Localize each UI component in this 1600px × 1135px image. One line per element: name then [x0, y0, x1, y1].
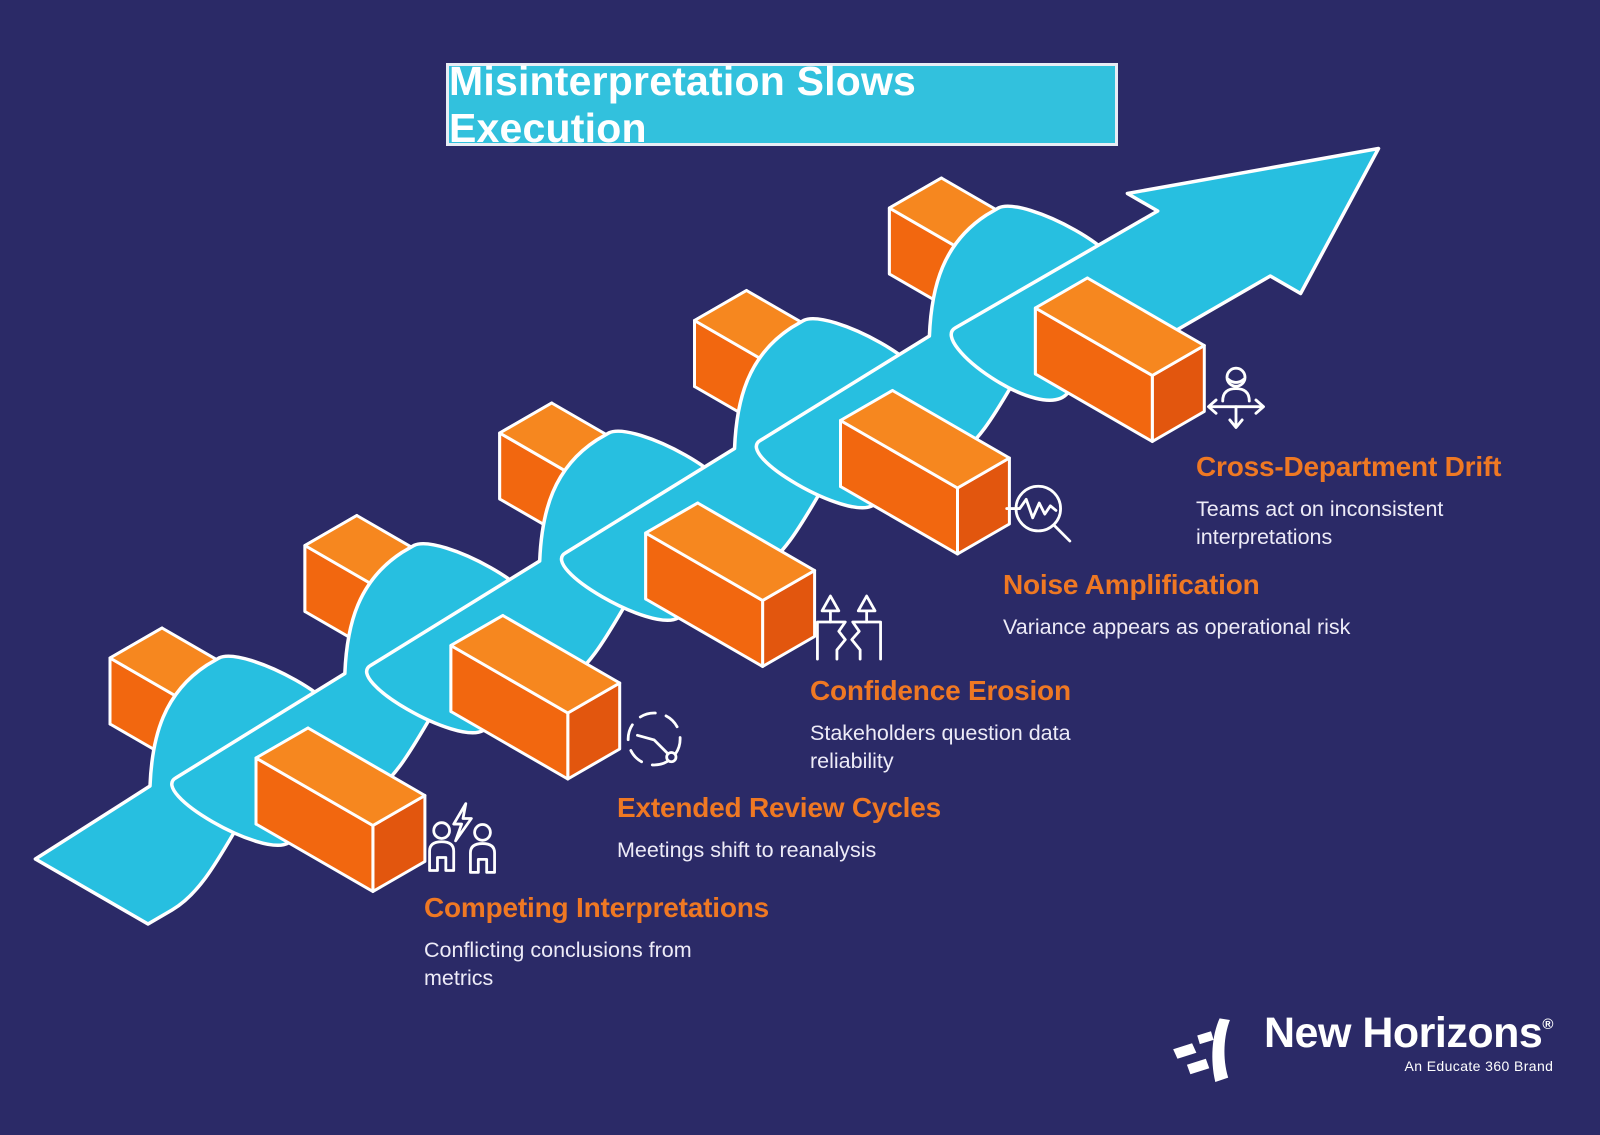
review-clock-icon — [626, 711, 682, 767]
stage-label: Competing Interpretations — [424, 892, 770, 923]
stage-label: Noise Amplification — [1003, 569, 1260, 600]
brand-text: New Horizons® An Educate 360 Brand — [1264, 1009, 1554, 1075]
page-title: Misinterpretation Slows Execution — [449, 57, 917, 151]
stage-extended-review-cycles: Extended Review Cycles Meetings shift to… — [617, 700, 947, 865]
stage-description: Meetings shift to reanalysis — [617, 838, 877, 862]
registered-mark: ® — [1542, 1016, 1554, 1033]
stage-description: Teams act on inconsistent interpretation… — [1196, 497, 1444, 549]
stage-label: Confidence Erosion — [810, 675, 1071, 706]
stage-confidence-erosion: Confidence Erosion Stakeholders question… — [810, 583, 1090, 775]
person-diverging-arrows-icon — [1207, 366, 1265, 429]
stage-cross-department-drift: Cross-Department Drift Teams act on inco… — [1196, 363, 1502, 551]
stage-competing-interpretations: Competing Interpretations Conflicting co… — [424, 798, 770, 992]
new-horizons-logo-icon — [1173, 1018, 1230, 1082]
stage-description: Stakeholders question data reliability — [810, 721, 1071, 773]
stage-noise-amplification: Noise Amplification Variance appears as … — [1003, 477, 1403, 642]
brand-tagline: An Educate 360 Brand — [1404, 1058, 1554, 1074]
noise-magnifier-icon — [1005, 484, 1072, 543]
stage-label: Extended Review Cycles — [617, 792, 941, 823]
cracked-blocks-icon — [816, 594, 882, 661]
brand-logo: New Horizons® An Educate 360 Brand — [1168, 1012, 1553, 1084]
stage-description: Variance appears as operational risk — [1003, 615, 1351, 639]
conflict-people-icon — [428, 802, 496, 874]
title-banner: Misinterpretation Slows Execution — [446, 58, 1118, 151]
stage-description: Conflicting conclusions from metrics — [424, 938, 692, 990]
stage-label: Cross-Department Drift — [1196, 451, 1502, 482]
brand-name: New Horizons — [1264, 1009, 1543, 1057]
